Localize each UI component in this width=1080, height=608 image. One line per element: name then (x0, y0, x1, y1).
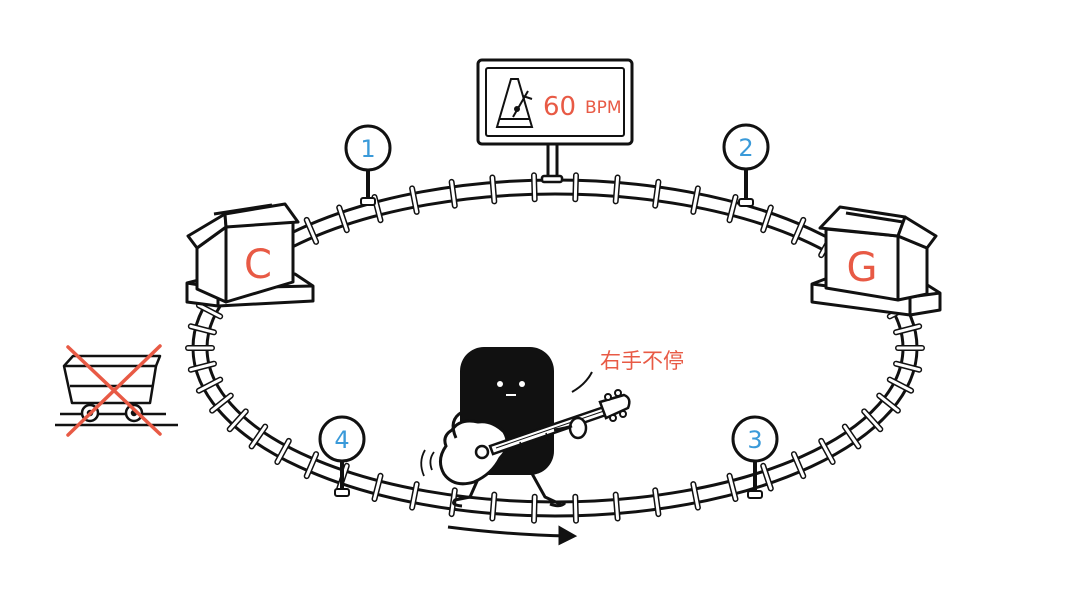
direction-arrow (447, 525, 578, 546)
track-tie (862, 409, 882, 431)
metronome-icon (495, 78, 534, 128)
beat-marker-4-label: 4 (334, 426, 349, 454)
track-tie (197, 303, 222, 318)
track-tie (728, 474, 737, 501)
track-tie (761, 206, 773, 232)
track-tie (228, 409, 248, 431)
bpm-value: 60 (543, 92, 576, 122)
track-tie (490, 493, 496, 520)
beat-marker-2: 2 (722, 123, 770, 207)
track-tie (573, 173, 578, 201)
beat-marker-4: 4 (318, 415, 366, 497)
track-tie (410, 186, 419, 214)
track-tie (894, 324, 921, 334)
oval-track (191, 178, 919, 518)
track-tie (337, 206, 349, 232)
beat-marker-2-label: 2 (738, 134, 753, 162)
track-tie (894, 362, 921, 372)
beat-marker-1: 1 (344, 124, 392, 206)
track-ties (185, 172, 925, 524)
track-tie (305, 218, 318, 244)
track-tie (877, 394, 900, 413)
track-tie (490, 176, 496, 203)
annotation-right-hand: 右手不停 (600, 349, 684, 373)
metronome-sign: 60 BPM (476, 58, 634, 184)
track-tie (532, 495, 537, 523)
track-tie (532, 173, 537, 201)
track-tie (728, 195, 737, 222)
station-g-label: G (847, 245, 878, 291)
station-c-label: C (244, 242, 272, 288)
track-tie (189, 324, 216, 334)
track-tie (761, 464, 773, 490)
track-tie (250, 425, 267, 448)
track-tie (305, 452, 318, 478)
track-tie (373, 474, 382, 501)
track-tie (653, 180, 660, 208)
track-tie (210, 394, 233, 413)
track-tie (819, 439, 835, 464)
station-c: C (185, 202, 315, 308)
track-tie (653, 488, 660, 516)
track-tie (691, 482, 700, 510)
track-tie (691, 186, 700, 214)
beat-marker-1-label: 1 (360, 135, 375, 163)
track-tie (792, 452, 805, 478)
guitarist-character (420, 347, 631, 508)
bpm-unit: BPM (585, 98, 622, 118)
track-tie (197, 378, 222, 393)
track-tie (410, 482, 419, 510)
annotation-pointer (571, 371, 593, 393)
track-tie (614, 493, 620, 520)
station-g: G (810, 205, 942, 317)
track-tie (792, 218, 805, 244)
track-tie (450, 180, 457, 208)
track-tie (888, 378, 913, 393)
track-tie (573, 495, 578, 523)
beat-marker-3-label: 3 (747, 426, 762, 454)
track-tie (275, 439, 291, 464)
track-tie (843, 425, 860, 448)
track-tie (614, 176, 620, 203)
track-tie (189, 362, 216, 372)
beat-marker-3: 3 (731, 415, 779, 499)
guitar-icon (439, 389, 631, 486)
crossed-out-minecart-icon (55, 344, 178, 437)
